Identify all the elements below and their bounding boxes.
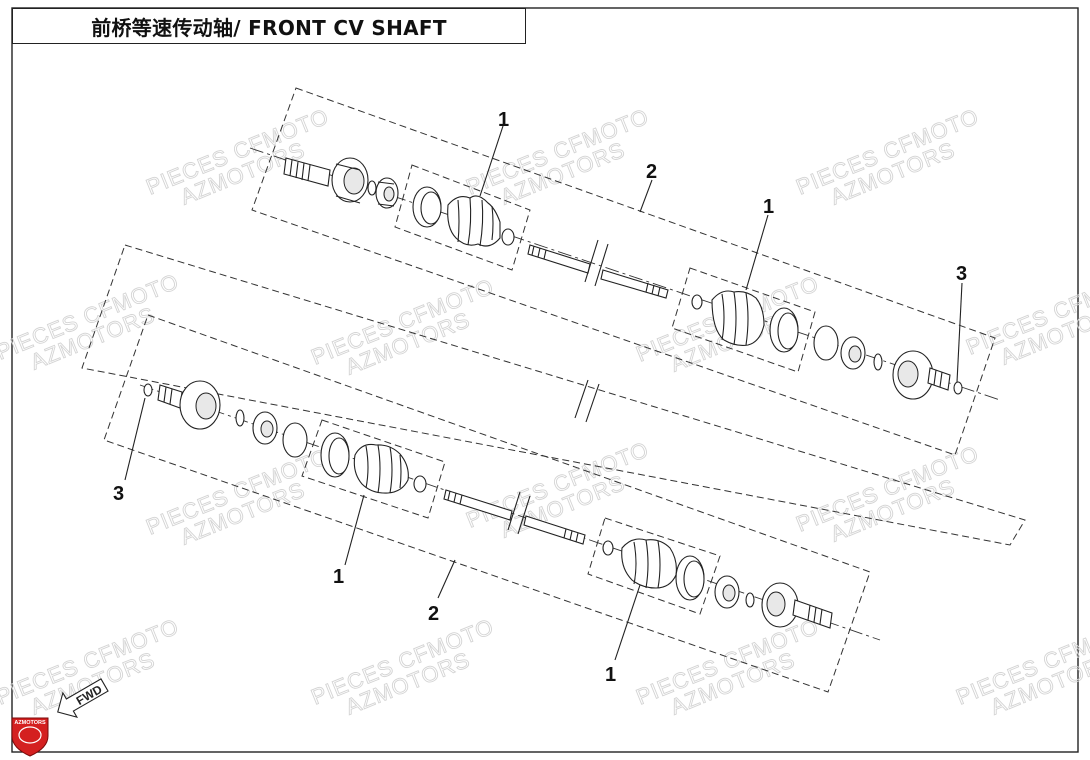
lower-right-cv-joint	[761, 582, 833, 629]
upper-right-cv-joint	[892, 350, 951, 400]
upper-right-boot-kit-outline	[671, 267, 816, 373]
callout-lower-boot-left: 1	[333, 566, 344, 588]
upper-left-boot-clamp-small	[501, 228, 515, 246]
lower-right-boot	[621, 538, 677, 589]
upper-shaft-assembly: 1 2 1 3	[249, 87, 1001, 456]
callout-leader	[344, 494, 365, 566]
lower-right-snap-ring	[745, 592, 755, 608]
upper-right-bearing-cage	[840, 336, 866, 370]
lower-left-bearing-cage	[252, 411, 278, 445]
lower-axle-shaft	[443, 489, 586, 545]
lower-circlip	[143, 383, 153, 397]
callout-leader	[745, 214, 769, 291]
upper-left-boot	[447, 195, 501, 247]
lower-shaft-break-mark	[507, 491, 521, 531]
upper-right-snap-ring	[873, 353, 883, 371]
callout-upper-boot-left: 1	[498, 109, 509, 131]
callout-upper-circlip: 3	[956, 263, 967, 285]
callout-leader	[639, 179, 653, 213]
upper-left-bearing-cage	[375, 177, 399, 209]
middle-kit-outline	[81, 244, 1026, 546]
upper-left-cv-joint	[283, 157, 369, 204]
watermarks: PIECES CFMOTO AZMOTORS PIECES CFMOTO AZM…	[0, 103, 1090, 720]
azmotors-logo: AZMOTORS	[11, 717, 49, 757]
callout-lower-shaft: 2	[428, 603, 439, 625]
drawing-frame	[11, 7, 1079, 753]
callout-lower-circlip: 3	[113, 483, 124, 505]
page-title: 前桥等速传动轴/ FRONT CV SHAFT	[12, 8, 526, 44]
svg-text:AZMOTORS: AZMOTORS	[14, 720, 46, 726]
lower-left-snap-ring	[235, 409, 245, 427]
lower-left-o-ring	[282, 422, 308, 458]
lower-left-boot	[353, 443, 409, 494]
lower-right-boot-kit-outline	[587, 517, 721, 615]
upper-kit-outline	[251, 87, 996, 456]
callout-lower-boot-right: 1	[605, 664, 616, 686]
upper-right-boot	[711, 290, 765, 346]
callout-upper-boot-right: 1	[763, 196, 774, 218]
upper-left-boot-kit-outline	[394, 164, 531, 271]
middle-break-mark	[574, 379, 589, 419]
callout-leader	[614, 584, 641, 661]
upper-left-snap-ring	[367, 180, 377, 196]
lower-left-cv-joint	[157, 380, 221, 430]
upper-circlip	[953, 381, 963, 395]
upper-right-o-ring	[813, 325, 839, 361]
callout-leader	[479, 125, 504, 197]
callout-leader	[437, 559, 456, 599]
upper-axle-shaft	[527, 239, 669, 299]
callout-leader	[124, 397, 146, 481]
lower-left-boot-clamp-small	[413, 475, 427, 493]
lower-right-bearing-cage	[714, 575, 740, 609]
upper-shaft-break-mark	[584, 239, 599, 283]
upper-right-boot-clamp-small	[691, 294, 703, 310]
lower-kit-outline	[103, 314, 871, 693]
lower-left-boot-kit-outline	[301, 419, 446, 519]
callout-upper-shaft: 2	[646, 161, 657, 183]
callout-leader	[956, 282, 963, 383]
lower-right-boot-clamp-small	[602, 540, 614, 556]
lower-shaft-assembly: 3 1 2 1	[103, 314, 881, 693]
